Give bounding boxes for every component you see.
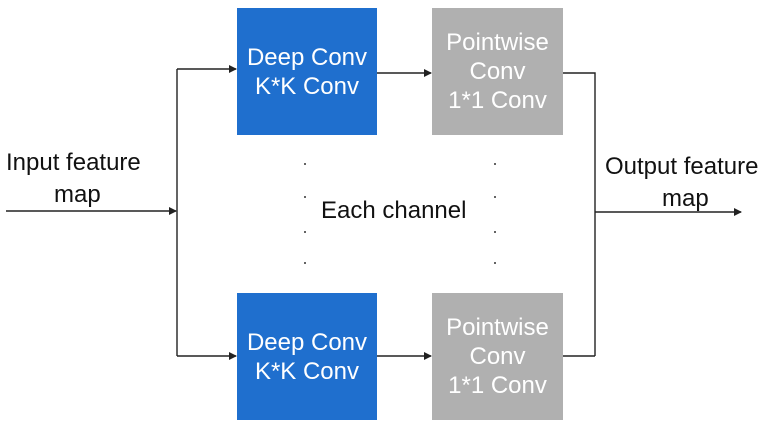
ellipsis-dot (304, 196, 306, 198)
top-deep-conv-box: Deep Conv K*K Conv (237, 8, 377, 135)
input-label-line1: Input feature (6, 149, 141, 176)
top-pointwise-line3: 1*1 Conv (448, 87, 547, 114)
top-pointwise-conv-box: Pointwise Conv 1*1 Conv (432, 8, 563, 135)
ellipsis-dot (304, 262, 306, 264)
bottom-deep-conv-line2: K*K Conv (254, 357, 360, 385)
top-pointwise-line2: Conv (469, 58, 526, 85)
ellipsis-dot (494, 163, 496, 165)
bottom-deep-conv-box: Deep Conv K*K Conv (237, 293, 377, 420)
ellipsis-dot (304, 163, 306, 165)
ellipsis-dot (494, 262, 496, 264)
ellipsis-dot (494, 196, 496, 198)
input-label-map: map (54, 180, 101, 209)
ellipsis-dot (304, 231, 306, 233)
top-deep-conv-line1: Deep Conv (246, 43, 368, 71)
ellipsis-dot (494, 231, 496, 233)
output-label-line2: map (662, 185, 709, 212)
input-label-line2: map (54, 181, 101, 208)
output-label: Output feature (605, 152, 758, 181)
each-channel-label: Each channel (321, 196, 466, 225)
bottom-pointwise-line3: 1*1 Conv (448, 372, 547, 399)
bottom-pointwise-line2: Conv (469, 343, 526, 370)
merge-top-line (563, 72, 596, 356)
top-pointwise-line1: Pointwise (446, 29, 549, 56)
bottom-deep-conv-line1: Deep Conv (246, 328, 368, 356)
each-channel-text: Each channel (321, 197, 467, 224)
top-deep-conv-line2: K*K Conv (254, 72, 360, 100)
output-label-map: map (662, 184, 709, 213)
input-label: Input feature (6, 148, 141, 177)
bottom-pointwise-line1: Pointwise (446, 314, 549, 341)
output-label-line1: Output feature (605, 153, 759, 180)
bottom-pointwise-conv-box: Pointwise Conv 1*1 Conv (432, 293, 563, 420)
